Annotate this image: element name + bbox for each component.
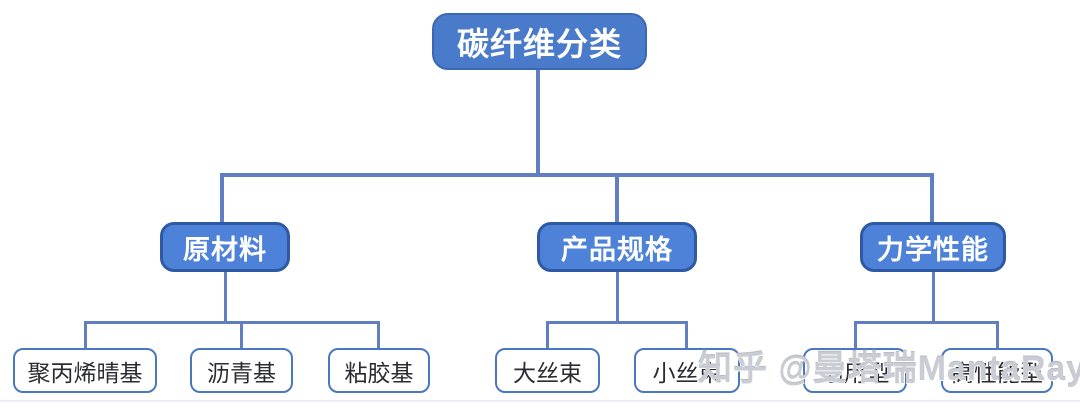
bottom-divider	[0, 400, 1080, 402]
connector-line	[84, 321, 380, 324]
connector-line	[220, 173, 224, 222]
connector-line	[220, 173, 934, 177]
connector-line	[685, 321, 688, 348]
leaf-node-polyacrylonitrile-based: 聚丙烯晴基	[13, 348, 157, 393]
connector-line	[854, 321, 857, 348]
leaf-node-general-purpose: 通用型	[803, 348, 907, 393]
leaf-node-pitch-based: 沥青基	[190, 348, 293, 393]
connector-line	[616, 272, 619, 323]
connector-line	[854, 321, 999, 324]
leaf-node-large-tow: 大丝束	[495, 348, 600, 393]
connector-line	[546, 321, 688, 324]
branch-node-raw-material: 原材料	[160, 222, 290, 272]
connector-line	[996, 321, 999, 348]
connector-line	[615, 173, 619, 222]
branch-node-mechanical-property: 力学性能	[860, 222, 1006, 272]
connector-line	[240, 321, 243, 348]
connector-line	[377, 321, 380, 348]
connector-line	[932, 272, 935, 323]
leaf-node-small-tow: 小丝束	[634, 348, 740, 393]
connector-line	[84, 321, 87, 348]
connector-line	[930, 173, 934, 222]
connector-line	[546, 321, 549, 348]
root-node-carbon-fiber-classification: 碳纤维分类	[432, 13, 647, 70]
branch-node-product-spec: 产品规格	[537, 222, 697, 272]
connector-line	[536, 70, 540, 175]
leaf-node-viscose-based: 粘胶基	[328, 348, 430, 393]
leaf-node-high-performance: 高性能型	[941, 348, 1053, 393]
connector-line	[224, 272, 227, 323]
